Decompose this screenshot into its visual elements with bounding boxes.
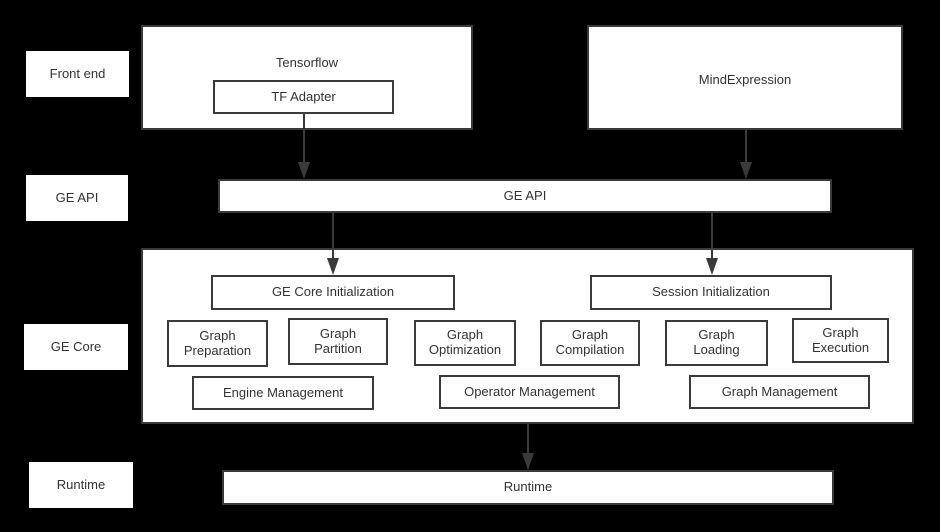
row-label-front-end-text: Front end bbox=[49, 65, 106, 81]
tf-adapter-label: TF Adapter bbox=[271, 88, 336, 104]
row-label-runtime-text: Runtime bbox=[56, 476, 106, 492]
graph-partition-box[interactable]: Graph Partition bbox=[288, 318, 388, 365]
mindexpression-title: MindExpression bbox=[698, 72, 792, 87]
ge-api-bar-label: GE API bbox=[503, 187, 547, 203]
mindexpression-container: MindExpression bbox=[587, 25, 903, 130]
graph-optimization-box[interactable]: Graph Optimization bbox=[414, 320, 516, 366]
graph-preparation-box[interactable]: Graph Preparation bbox=[167, 320, 268, 367]
session-initialization-label: Session Initialization bbox=[652, 284, 770, 300]
tensorflow-container: Tensorflow bbox=[141, 25, 473, 130]
graph-loading-box[interactable]: Graph Loading bbox=[665, 320, 768, 366]
graph-partition-label: Graph Partition bbox=[314, 325, 362, 356]
engine-management-label: Engine Management bbox=[223, 384, 343, 400]
row-label-ge-api-text: GE API bbox=[55, 189, 99, 205]
tensorflow-title: Tensorflow bbox=[275, 55, 339, 70]
ge-core-initialization-box[interactable]: GE Core Initialization bbox=[211, 275, 455, 310]
row-label-ge-core: GE Core bbox=[24, 324, 128, 370]
operator-management-box[interactable]: Operator Management bbox=[439, 375, 620, 409]
arrow-ge-core-to-runtime bbox=[518, 423, 538, 473]
graph-preparation-label: Graph Preparation bbox=[183, 327, 252, 358]
graph-optimization-label: Graph Optimization bbox=[428, 327, 502, 357]
arrow-mindexpression-to-ge-api bbox=[736, 128, 756, 182]
graph-compilation-label: Graph Compilation bbox=[555, 327, 625, 357]
graph-compilation-box[interactable]: Graph Compilation bbox=[540, 320, 640, 366]
graph-execution-label: Graph Execution bbox=[811, 324, 870, 355]
row-label-front-end: Front end bbox=[26, 51, 129, 97]
row-label-ge-api: GE API bbox=[26, 175, 128, 221]
row-label-ge-core-text: GE Core bbox=[50, 338, 102, 354]
ge-core-initialization-label: GE Core Initialization bbox=[271, 284, 395, 300]
operator-management-label: Operator Management bbox=[464, 383, 595, 399]
session-initialization-box[interactable]: Session Initialization bbox=[590, 275, 832, 310]
engine-management-box[interactable]: Engine Management bbox=[192, 376, 374, 410]
ge-api-bar[interactable]: GE API bbox=[218, 179, 832, 213]
graph-management-label: Graph Management bbox=[721, 383, 838, 399]
runtime-bar-label: Runtime bbox=[503, 479, 553, 495]
graph-management-box[interactable]: Graph Management bbox=[689, 375, 870, 409]
tf-adapter-box[interactable]: TF Adapter bbox=[213, 80, 394, 114]
row-label-runtime: Runtime bbox=[29, 462, 133, 508]
runtime-bar[interactable]: Runtime bbox=[222, 470, 834, 505]
graph-loading-label: Graph Loading bbox=[693, 327, 740, 357]
graph-execution-box[interactable]: Graph Execution bbox=[792, 318, 889, 363]
